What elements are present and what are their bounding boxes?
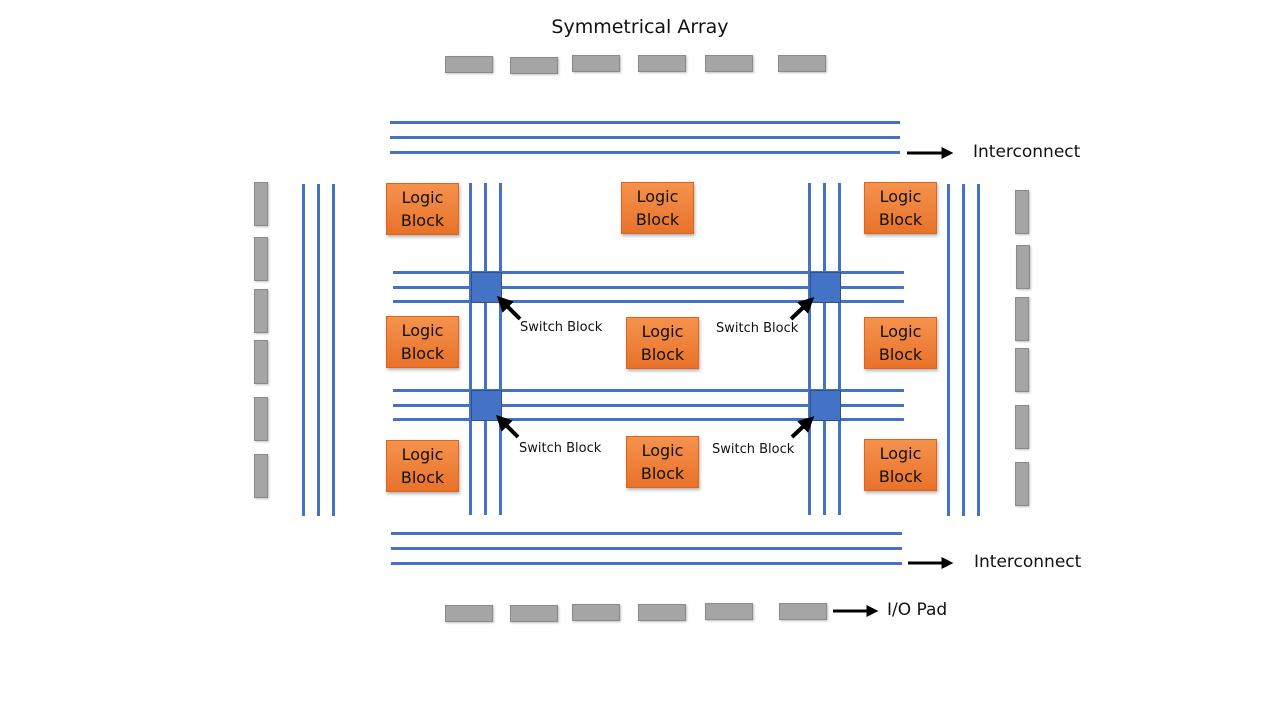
top-interconnect-wire-2 [390, 136, 900, 139]
switch-arrow-2 [789, 297, 815, 321]
io-pad-right-5 [1015, 405, 1029, 449]
logic-block-line1: Logic [641, 322, 684, 341]
left-vertical-wire-1 [302, 184, 305, 516]
logic-block: Logic Block [864, 182, 937, 234]
left-vertical-wire-3 [332, 184, 335, 516]
top-interconnect-wire-3 [390, 151, 900, 154]
logic-block-line2: Block [640, 345, 685, 364]
logic-block-line2: Block [400, 211, 445, 230]
channel-upper-wire-1 [393, 271, 904, 274]
left-vertical-wire-2 [317, 184, 320, 516]
io-pad-bottom-2 [510, 605, 558, 622]
logic-block: Logic Block [626, 436, 699, 488]
io-pad-right-4 [1015, 348, 1029, 392]
logic-block: Logic Block [386, 440, 459, 492]
logic-block-line1: Logic [401, 445, 444, 464]
switch-block-4 [810, 390, 841, 421]
logic-block: Logic Block [386, 183, 459, 235]
inner-left-vertical-wire-2 [484, 183, 487, 515]
io-pad-bottom-5 [705, 603, 753, 620]
switch-arrow-1 [496, 295, 522, 321]
io-pad-top-4 [638, 55, 686, 72]
inner-right-vertical-wire-1 [808, 183, 811, 515]
switch-block-label: Switch Block [716, 321, 799, 336]
io-pad-left-3 [254, 289, 268, 333]
logic-block-line1: Logic [401, 188, 444, 207]
io-pad-left-2 [254, 237, 268, 281]
right-vertical-wire-1 [947, 184, 950, 516]
logic-block-line1: Logic [879, 187, 922, 206]
io-pad-right-1 [1015, 190, 1029, 234]
logic-block: Logic Block [626, 317, 699, 369]
io-pad-bottom-6 [779, 603, 827, 620]
io-pad-top-5 [705, 55, 753, 72]
io-pad-right-2 [1016, 245, 1030, 289]
logic-block: Logic Block [864, 317, 937, 369]
io-pad-bottom-1 [445, 605, 493, 622]
channel-lower-wire-3 [393, 418, 904, 421]
channel-lower-wire-2 [393, 404, 904, 407]
logic-block-line2: Block [878, 467, 923, 486]
switch-arrow-4 [790, 416, 815, 439]
inner-left-vertical-wire-1 [469, 183, 472, 515]
io-pad-right-6 [1015, 462, 1029, 506]
bottom-interconnect-wire-1 [391, 532, 902, 535]
logic-block-line2: Block [400, 468, 445, 487]
io-pad-top-6 [778, 55, 826, 72]
channel-upper-wire-2 [393, 286, 904, 289]
switch-block-1 [471, 272, 502, 303]
logic-block-line2: Block [640, 464, 685, 483]
io-pad-left-6 [254, 454, 268, 498]
io-pad-left-1 [254, 182, 268, 226]
io-pad-right-3 [1015, 297, 1029, 341]
inner-left-vertical-wire-3 [499, 183, 502, 515]
channel-lower-wire-1 [393, 389, 904, 392]
interconnect-label-bottom: Interconnect [974, 552, 1082, 572]
logic-block: Logic Block [386, 316, 459, 368]
io-pad-bottom-3 [572, 604, 620, 621]
inner-right-vertical-wire-3 [838, 183, 841, 515]
bottom-interconnect-wire-2 [391, 547, 902, 550]
right-vertical-wire-2 [962, 184, 965, 516]
inner-right-vertical-wire-2 [823, 183, 826, 515]
io-pad-top-1 [445, 56, 493, 73]
top-interconnect-wire-1 [390, 121, 900, 124]
io-pad-top-3 [572, 55, 620, 72]
right-vertical-wire-3 [977, 184, 980, 516]
io-pad-top-2 [510, 57, 558, 74]
logic-block-line2: Block [878, 345, 923, 364]
switch-block-label: Switch Block [712, 442, 795, 457]
logic-block-line1: Logic [879, 322, 922, 341]
switch-block-label: Switch Block [519, 441, 602, 456]
logic-block-line2: Block [400, 344, 445, 363]
logic-block-line1: Logic [879, 444, 922, 463]
logic-block-line2: Block [878, 210, 923, 229]
io-pad-left-5 [254, 397, 268, 441]
channel-upper-wire-3 [393, 300, 904, 303]
logic-block-line1: Logic [636, 187, 679, 206]
logic-block-line2: Block [635, 210, 680, 229]
diagram-title: Symmetrical Array [551, 16, 729, 38]
interconnect-label-top: Interconnect [973, 142, 1081, 162]
switch-block-2 [810, 272, 841, 303]
io-pad-left-4 [254, 340, 268, 384]
bottom-interconnect-wire-3 [391, 562, 902, 565]
switch-arrow-3 [495, 414, 520, 439]
io-pad-label: I/O Pad [887, 600, 948, 620]
io-pad-bottom-4 [638, 604, 686, 621]
switch-block-label: Switch Block [520, 320, 603, 335]
logic-block-line1: Logic [401, 321, 444, 340]
logic-block: Logic Block [864, 439, 937, 491]
logic-block: Logic Block [621, 182, 694, 234]
logic-block-line1: Logic [641, 441, 684, 460]
